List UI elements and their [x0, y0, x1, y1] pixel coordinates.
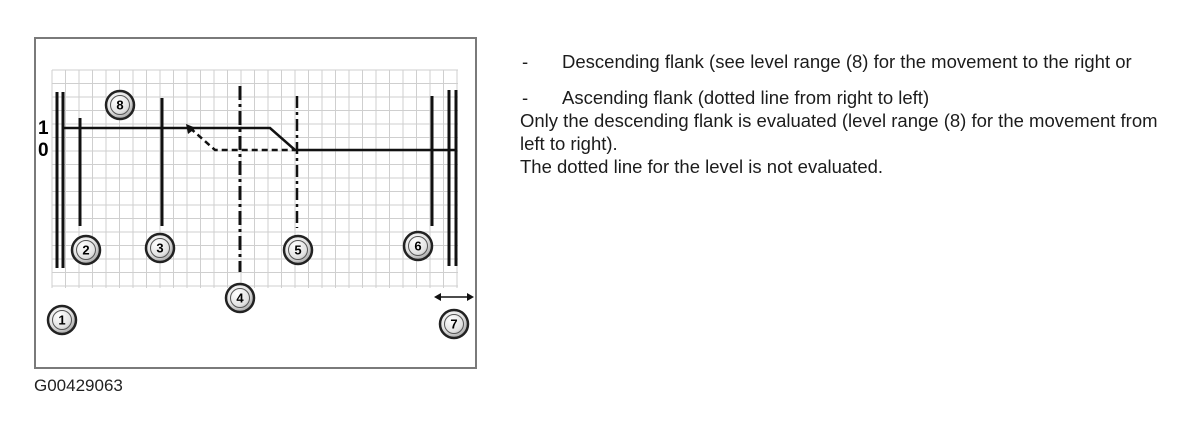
bullet-ascending: - Ascending flank (dotted line from righ… — [520, 86, 1180, 109]
bullet-dash: - — [522, 87, 529, 108]
callout-7: 7 — [438, 308, 470, 340]
bullet-descending-text: Descending flank (see level range (8) fo… — [562, 51, 1132, 72]
level-label-1: 1 — [38, 118, 49, 139]
figure-frame — [34, 37, 477, 369]
callout-label: 1 — [58, 313, 65, 328]
callout-5: 5 — [282, 234, 314, 266]
double-arrow-icon — [434, 293, 474, 301]
level-label-0: 0 — [38, 140, 49, 161]
callout-label: 4 — [236, 291, 244, 306]
callout-2: 2 — [70, 234, 102, 266]
bullet-ascending-text: Ascending flank (dotted line from right … — [562, 87, 930, 108]
callout-label: 3 — [156, 241, 163, 256]
figure-caption: G00429063 — [34, 376, 123, 395]
callout-label: 8 — [116, 98, 123, 113]
callout-4: 4 — [224, 282, 256, 314]
callout-label: 2 — [82, 243, 89, 258]
bullet-descending: - Descending flank (see level range (8) … — [520, 50, 1180, 73]
level-signal-solid — [63, 126, 456, 152]
callout-label: 5 — [294, 243, 301, 258]
callout-8: 8 — [104, 89, 136, 121]
description: - Descending flank (see level range (8) … — [520, 50, 1180, 178]
callout-6: 6 — [402, 230, 434, 262]
callout-1: 1 — [46, 304, 78, 336]
paragraph-not-evaluated: The dotted line for the level is not eva… — [520, 156, 884, 177]
callout-label: 7 — [450, 317, 457, 332]
callout-label: 6 — [414, 239, 421, 254]
level-signal-dotted — [189, 127, 295, 152]
signal-diagram: 1 0 1 2 3 4 5 6 7 8 — [34, 37, 477, 369]
bullet-dash: - — [522, 51, 529, 72]
flank-arrow — [186, 124, 196, 134]
paragraph-evaluated: Only the descending flank is evaluated (… — [520, 110, 1158, 154]
callout-3: 3 — [144, 232, 176, 264]
